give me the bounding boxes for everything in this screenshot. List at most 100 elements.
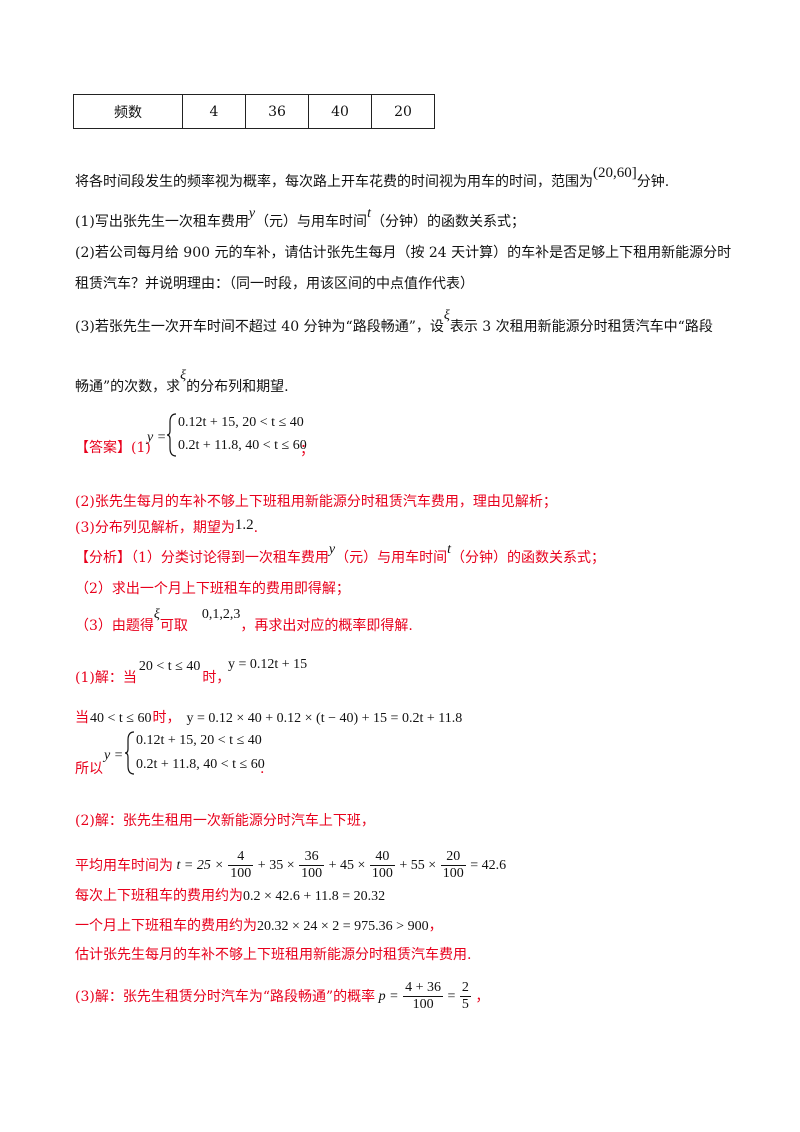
condition-2: 40 < t ≤ 60 xyxy=(90,711,152,726)
answer-3: (3)分布列见解析，期望为1.2. xyxy=(75,517,259,538)
frac-num: 2 xyxy=(459,980,471,998)
analysis-text-d: （3）由题得 xyxy=(75,618,154,634)
table-cell: 20 xyxy=(371,94,435,129)
analysis-step-3: （3）由题得ξ可取0,1,2,3，再求出对应的概率即得解. xyxy=(75,607,413,637)
answer-3-text: (3)分布列见解析，期望为 xyxy=(75,520,235,536)
solution-2-line-1: (2)解：张先生租用一次新能源分时汽车上下班， xyxy=(75,813,375,829)
frac-den: 100 xyxy=(442,866,464,882)
q3-text-b: 表示 3 次租用新能源分时租赁汽车中“路段 xyxy=(449,319,713,335)
sol1-case-1: 0.12t + 15, 20 < t ≤ 40 xyxy=(136,733,262,748)
question-3-line-2: 畅通”的次数，求ξ的分布列和期望. xyxy=(75,368,289,398)
sol1-text-b: 时， xyxy=(202,670,231,686)
sol2-end: ， xyxy=(428,918,443,934)
answer-lhs-text: y = xyxy=(147,430,167,445)
table-row: 频数 4 36 40 20 xyxy=(73,94,435,129)
frac-num: 40 xyxy=(369,849,395,867)
analysis-step-1: 【分析】（1）分类讨论得到一次租车费用y（元）与用车时间t（分钟）的函数关系式； xyxy=(75,542,606,569)
condition-1: 20 < t ≤ 40 xyxy=(138,659,201,674)
solution-1-so: 所以 xyxy=(75,761,103,777)
question-3-line-1: (3)若张先生一次开车时间不超过 40 分钟为“路段畅通”，设ξ表示 3 次租用… xyxy=(75,308,713,338)
q3-text-c: 畅通”的次数，求 xyxy=(75,379,181,395)
sol1-text-a: (1)解：当 xyxy=(75,670,137,686)
sol3-text: (3)解：张先生租赁分时汽车为“路段畅通”的概率 xyxy=(75,989,376,1005)
month-equation: 20.32 × 24 × 2 = 975.36 > 900 xyxy=(257,919,429,934)
answer-3-end: . xyxy=(253,520,259,536)
answer-end: ； xyxy=(300,442,314,458)
sol1-end: . xyxy=(260,761,265,777)
solution-2-conclusion: 估计张先生每月的车补不够上下班租用新能源分时租赁汽车费用. xyxy=(75,947,472,963)
question-2-line-1: (2)若公司每月给 900 元的车补，请估计张先生每月（按 24 天计算）的车补… xyxy=(75,245,732,261)
answer-2: (2)张先生每月的车补不够上下班租用新能源分时租赁汽车费用，理由见解析； xyxy=(75,494,557,510)
table-cell: 4 xyxy=(182,94,246,129)
frac-den: 100 xyxy=(301,866,323,882)
prob-p: p = xyxy=(378,989,399,1004)
avg-term: + 45 × xyxy=(328,858,366,873)
avg-result: = 42.6 xyxy=(470,858,507,873)
sol1-case-2: 0.2t + 11.8, 40 < t ≤ 60 xyxy=(136,757,265,772)
var-xi: ξ xyxy=(180,368,187,383)
q1-text-c: （分钟）的函数关系式； xyxy=(370,214,525,230)
analysis-text-c: （分钟）的函数关系式； xyxy=(451,550,606,566)
question-2-line-2: 租赁汽车？并说明理由：（同一时段，用该区间的中点值作代表） xyxy=(75,276,474,292)
frac-den: 5 xyxy=(461,997,469,1013)
answer-label: 【答案】(1) xyxy=(75,440,151,456)
frac-num: 4 xyxy=(228,849,254,867)
question-1: (1)写出张先生一次租车费用y（元）与用车时间t（分钟）的函数关系式； xyxy=(75,206,525,233)
analysis-text-a: （1）分类讨论得到一次租车费用 xyxy=(131,550,329,566)
brace-icon xyxy=(166,413,177,457)
solution-1-line-1: (1)解：当20 < t ≤ 40时， xyxy=(75,659,231,689)
analysis-label: 【分析】 xyxy=(75,550,131,566)
var-t: t xyxy=(447,542,452,557)
solution-1-eq: y = 0.12t + 15 xyxy=(228,657,308,672)
q3-text-d: 的分布列和期望. xyxy=(186,379,289,395)
sol2-text-c: 每次上下班租车的费用约为 xyxy=(75,888,243,904)
time-range: (20,60] xyxy=(593,165,637,181)
var-t: t xyxy=(367,206,371,221)
sol1-text-c: 当 xyxy=(75,710,89,726)
frac-den: 100 xyxy=(412,997,434,1013)
frac-num: 20 xyxy=(440,849,466,867)
sol1-lhs-text: y = xyxy=(104,748,124,763)
avg-t: t = 25 × xyxy=(176,858,224,873)
brace-icon xyxy=(124,731,135,775)
var-xi: ξ xyxy=(443,308,450,323)
frequency-table: 频数 4 36 40 20 xyxy=(73,94,435,129)
frac-den: 100 xyxy=(371,866,393,882)
sol1-lhs: y = xyxy=(104,746,123,766)
analysis-step-2: （2）求出一个月上下班租车的费用即得解； xyxy=(75,581,350,597)
table-cell-label: 频数 xyxy=(73,94,183,129)
avg-term: + 35 × xyxy=(257,858,295,873)
xi-values: 0,1,2,3 xyxy=(201,607,241,622)
frac-den: 100 xyxy=(230,866,252,882)
var-xi: ξ xyxy=(153,607,160,622)
answer-case-1: 0.12t + 15, 20 < t ≤ 40 xyxy=(178,415,304,430)
intro-paragraph: 将各时间段发生的频率视为概率，每次路上开车花费的时间视为用车的时间，范围为(20… xyxy=(75,165,670,192)
table-cell: 36 xyxy=(245,94,309,129)
sol1-text-d: 时， xyxy=(152,710,181,726)
sol2-text-b: 平均用车时间为 xyxy=(75,858,173,874)
solution-2-month: 一个月上下班租车的费用约为20.32 × 24 × 2 = 975.36 > 9… xyxy=(75,916,443,937)
q1-text-b: （元）与用车时间 xyxy=(255,214,368,230)
answer-case-2: 0.2t + 11.8, 40 < t ≤ 60 xyxy=(178,438,307,453)
frac-num: 36 xyxy=(299,849,325,867)
frac-num: 4 + 36 xyxy=(403,980,444,998)
intro-unit: 分钟. xyxy=(636,174,670,190)
solution-2-cost: 每次上下班租车的费用约为0.2 × 42.6 + 11.8 = 20.32 xyxy=(75,886,385,907)
solution-1-line-2: 当40 < t ≤ 60时， y = 0.12 × 40 + 0.12 × (t … xyxy=(75,708,462,729)
avg-term: + 55 × xyxy=(399,858,437,873)
sol3-end: ， xyxy=(475,989,490,1005)
sol2-text-d: 一个月上下班租车的费用约为 xyxy=(75,918,257,934)
q1-text-a: (1)写出张先生一次租车费用 xyxy=(75,214,249,230)
answer-lhs: y = xyxy=(147,428,166,448)
solution-1-eq-2: y = 0.12 × 40 + 0.12 × (t − 40) + 15 = 0… xyxy=(186,711,463,726)
